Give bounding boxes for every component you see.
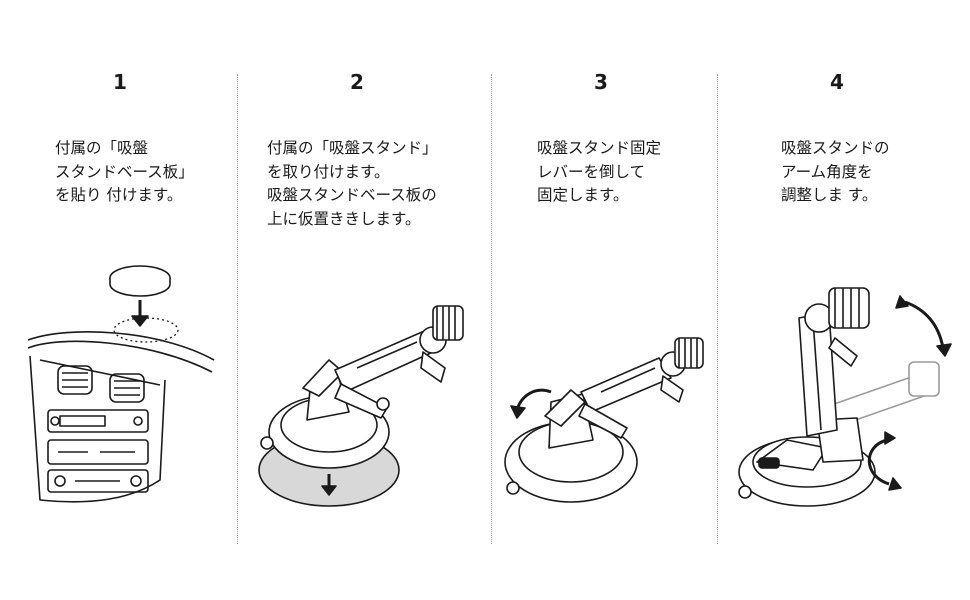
step-number: 1 [113,70,127,94]
step-number: 2 [350,70,364,94]
step-1: 1 付属の「吸盤 スタンドベース板」 を貼り 付けます。 [0,0,237,600]
step-description: 付属の「吸盤スタンド」 を取り付けます。 吸盤スタンドベース板の 上に仮置ききし… [267,139,438,228]
step-description: 付属の「吸盤 スタンドベース板」 を貼り 付けます。 [55,139,194,204]
step-divider-1 [237,74,238,544]
step-description: 吸盤スタンド固定 レバーを倒して 固定します。 [537,139,662,204]
car-dashboard-icon [27,265,215,503]
step-divider-3 [717,74,718,544]
step-divider-2 [491,74,492,544]
suction-mount-icon [504,337,704,503]
rotate-arrow-icon [738,287,952,507]
step-4: 4 吸盤スタンドの アーム角度を 調整しま す。 [717,0,970,600]
suction-mount-icon [258,305,464,507]
step-3: 3 吸盤スタンド固定 レバーを倒して 固定します。 [491,0,717,600]
step-number: 3 [594,70,608,94]
step-description: 吸盤スタンドの アーム角度を 調整しま す。 [781,139,890,204]
step-2: 2 付属の「吸盤スタンド」 を取り付けます。 吸盤スタンドベース板の 上に仮置き… [237,0,491,600]
step-number: 4 [830,70,844,94]
